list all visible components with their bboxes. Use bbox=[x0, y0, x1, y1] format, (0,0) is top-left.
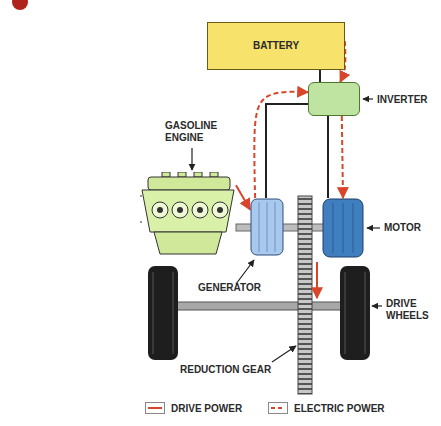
part-label: DRIVE WHEELS bbox=[386, 298, 438, 322]
legend-text: ELECTRIC POWER bbox=[294, 403, 385, 414]
legend-item: ELECTRIC POWER bbox=[268, 402, 385, 414]
drive-arrow bbox=[316, 262, 318, 298]
reduction-gear bbox=[298, 196, 312, 394]
part-label: REDUCTION GEAR bbox=[180, 364, 290, 376]
motor-drawing bbox=[322, 198, 364, 258]
part-label: MOTOR bbox=[384, 222, 434, 234]
corner-dot bbox=[12, 0, 28, 10]
engine: GASOLINE ENGINE bbox=[140, 172, 236, 260]
power-arrow bbox=[342, 116, 343, 198]
part-label: GENERATOR bbox=[198, 282, 268, 294]
legend-item: DRIVE POWER bbox=[145, 402, 242, 414]
motor: MOTOR bbox=[322, 198, 364, 258]
inverter-box: INVERTER bbox=[308, 82, 360, 116]
legend-swatch bbox=[145, 402, 165, 414]
battery-box: BATTERY bbox=[207, 22, 345, 70]
part-label: GASOLINE ENGINE bbox=[165, 120, 229, 144]
legend-swatch bbox=[268, 402, 288, 414]
power-arrow bbox=[254, 92, 308, 198]
part-label: BATTERY bbox=[208, 40, 344, 52]
generator-drawing bbox=[250, 198, 284, 256]
legend-text: DRIVE POWER bbox=[171, 403, 242, 414]
drive-wheels bbox=[148, 266, 370, 360]
generator: GENERATOR bbox=[250, 198, 284, 256]
power-arrow bbox=[236, 185, 250, 209]
part-label: INVERTER bbox=[377, 94, 437, 106]
engine-drawing bbox=[140, 172, 236, 260]
